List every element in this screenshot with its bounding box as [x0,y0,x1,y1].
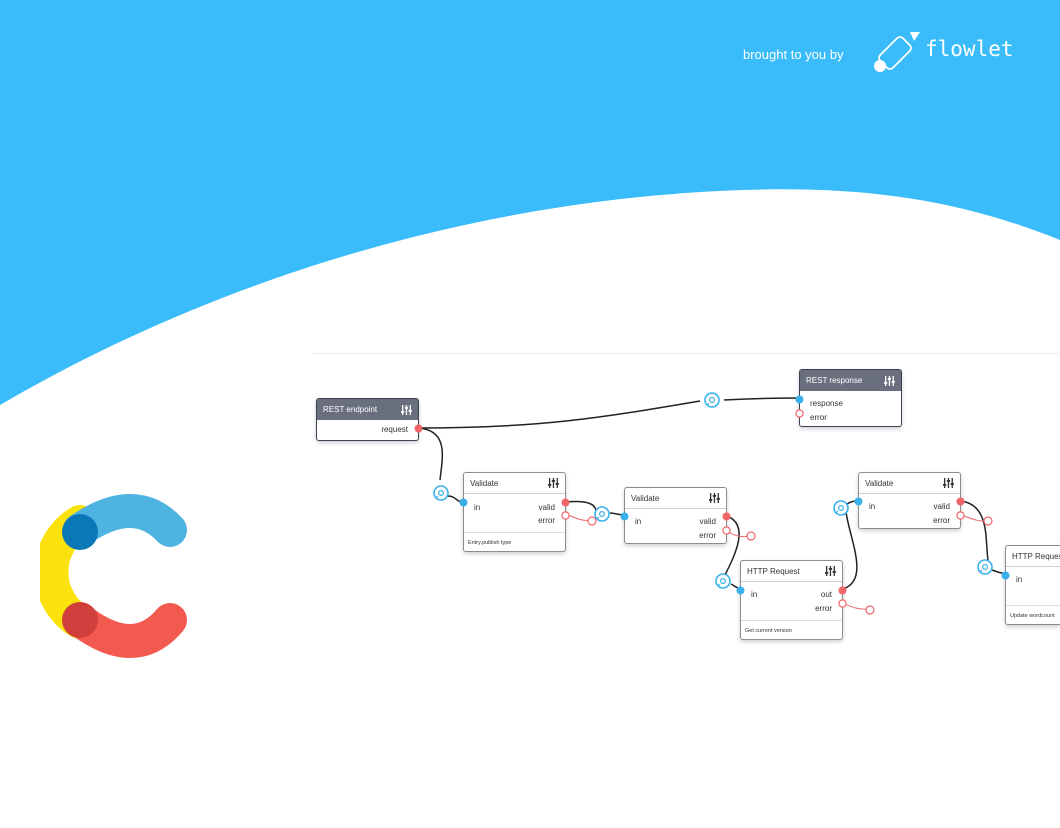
input-port-in[interactable] [1001,571,1010,580]
canvas-divider [312,353,1060,354]
output-label-valid: valid [699,517,716,526]
output-port-valid[interactable] [561,498,570,507]
output-port-error[interactable] [956,511,965,520]
node-validate-2[interactable]: Validate in valid error [620,487,731,544]
settings-sliders-icon[interactable] [401,404,412,415]
input-port-error[interactable] [795,409,804,418]
settings-sliders-icon[interactable] [709,493,720,503]
settings-sliders-icon[interactable] [943,478,954,488]
node-rest-response[interactable]: REST response response error [795,369,902,427]
output-port-error[interactable] [838,599,847,608]
output-port-error[interactable] [722,526,731,535]
settings-sliders-icon[interactable] [548,478,559,488]
output-port-error[interactable] [561,511,570,520]
input-label-in: in [751,590,758,599]
brand-name: flowlet [925,37,1014,61]
output-label-error: error [933,516,950,525]
node-title: HTTP Request [1012,551,1060,561]
node-title: Validate [470,478,499,488]
node-validate-3[interactable]: Validate in valid error [854,472,965,529]
node-description: Get current version [741,620,842,639]
input-label-response: response [810,399,843,408]
output-port-request[interactable] [414,424,423,433]
flowlet-logo-icon [874,32,920,72]
node-title: REST endpoint [323,405,378,414]
node-rest-endpoint[interactable]: REST endpoint request [316,398,423,441]
output-label-request: request [381,425,408,434]
output-label-valid: valid [538,503,555,512]
output-port-out[interactable] [838,586,847,595]
input-port-in[interactable] [854,497,863,506]
node-description: Entry.publish type [464,532,565,551]
input-label-in: in [635,517,642,526]
input-label-in: in [1016,575,1023,584]
input-label-error: error [810,413,827,422]
input-port-in[interactable] [620,512,629,521]
output-port-valid[interactable] [956,497,965,506]
output-port-valid[interactable] [722,512,731,521]
settings-sliders-icon[interactable] [884,375,895,386]
node-title: REST response [806,376,863,385]
node-description: Update wordcount [1006,605,1060,624]
node-validate-1[interactable]: Validate in valid error Entry.publish ty… [459,472,570,552]
input-label-in: in [869,502,876,511]
input-port-in[interactable] [459,498,468,507]
brand-tagline: brought to you by [743,47,844,62]
settings-sliders-icon[interactable] [825,566,836,576]
output-label-error: error [699,531,716,540]
input-port-in[interactable] [736,586,745,595]
node-title: HTTP Request [747,566,800,576]
brand-area: brought to you by flowlet [600,30,1040,80]
output-label-out: out [820,590,832,599]
input-port-response[interactable] [795,395,804,404]
output-label-error: error [538,516,555,525]
input-label-in: in [474,503,481,512]
node-title: Validate [631,493,660,503]
node-http-request-2[interactable]: HTTP Request in Update wordcount [1001,545,1060,625]
output-label-error: error [815,604,832,613]
output-label-valid: valid [933,502,950,511]
node-title: Validate [865,478,894,488]
contentful-logo [40,494,187,658]
node-http-request-1[interactable]: HTTP Request in out error Get current ve… [736,560,847,640]
